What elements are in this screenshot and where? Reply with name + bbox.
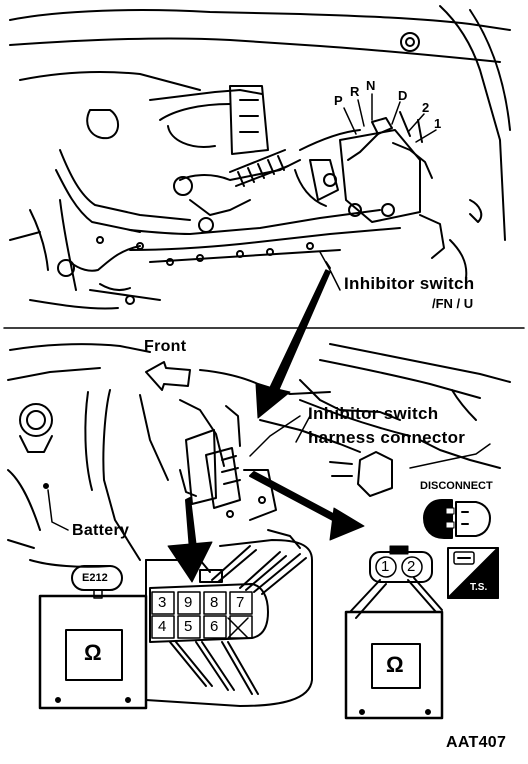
big-arrows <box>167 261 365 583</box>
probe-leads-bottom <box>169 641 259 695</box>
front-arrow <box>145 361 191 391</box>
left-pin-8: 8 <box>210 594 219 611</box>
connector-id-label: E212 <box>82 572 108 584</box>
inhibitor-switch-sublabel: /FN / U <box>432 296 474 311</box>
right-meter-ohm-symbol: Ω <box>386 652 404 677</box>
gear-label-p: P <box>334 93 343 108</box>
left-pin-5: 5 <box>184 618 193 635</box>
probe-leads-top <box>211 545 307 595</box>
inhibitor-switch-label: Inhibitor switch <box>344 274 475 293</box>
harness-connector-label-line2: harness connector <box>308 428 466 447</box>
battery-leader <box>47 489 69 531</box>
battery-label: Battery <box>72 522 130 539</box>
connector-badge-e212 <box>71 565 123 599</box>
left-meter-window <box>65 629 123 681</box>
gear-label-n: N <box>366 78 376 93</box>
ts-icon <box>447 547 499 599</box>
harness-leader-lines <box>249 415 491 469</box>
right-meter-body <box>344 610 444 720</box>
left-pin-9: 9 <box>184 594 193 611</box>
right-pin-1: 1 <box>381 558 390 575</box>
ts-label: T.S. <box>470 582 488 593</box>
harness-connector-label-line1: Inhibitor switch <box>308 404 439 423</box>
left-pin-7: 7 <box>236 594 245 611</box>
gear-label-2: 2 <box>422 100 430 115</box>
left-pin-4: 4 <box>158 618 167 635</box>
left-pin-6: 6 <box>210 618 219 635</box>
right-meter-window <box>371 643 421 689</box>
right-connector <box>369 545 433 583</box>
left-connector <box>149 569 269 643</box>
gear-label-d: D <box>398 88 408 103</box>
left-pin-3: 3 <box>158 594 167 611</box>
left-meter-ohm-symbol: Ω <box>84 640 102 665</box>
left-meter-body <box>38 594 148 710</box>
right-meter-circuit <box>344 577 444 720</box>
left-meter-circuit <box>38 539 313 710</box>
right-pin-2: 2 <box>407 558 416 575</box>
disconnect-icon <box>423 499 491 539</box>
gear-label-1: 1 <box>434 116 442 131</box>
front-label: Front <box>144 338 187 355</box>
engine-illustration <box>9 5 511 310</box>
figure-code: AAT407 <box>446 734 507 751</box>
disconnect-label: DISCONNECT <box>420 480 493 492</box>
gear-label-r: R <box>350 84 360 99</box>
gear-leader-lines <box>343 93 437 143</box>
inhibitor-switch-leader <box>319 251 341 291</box>
